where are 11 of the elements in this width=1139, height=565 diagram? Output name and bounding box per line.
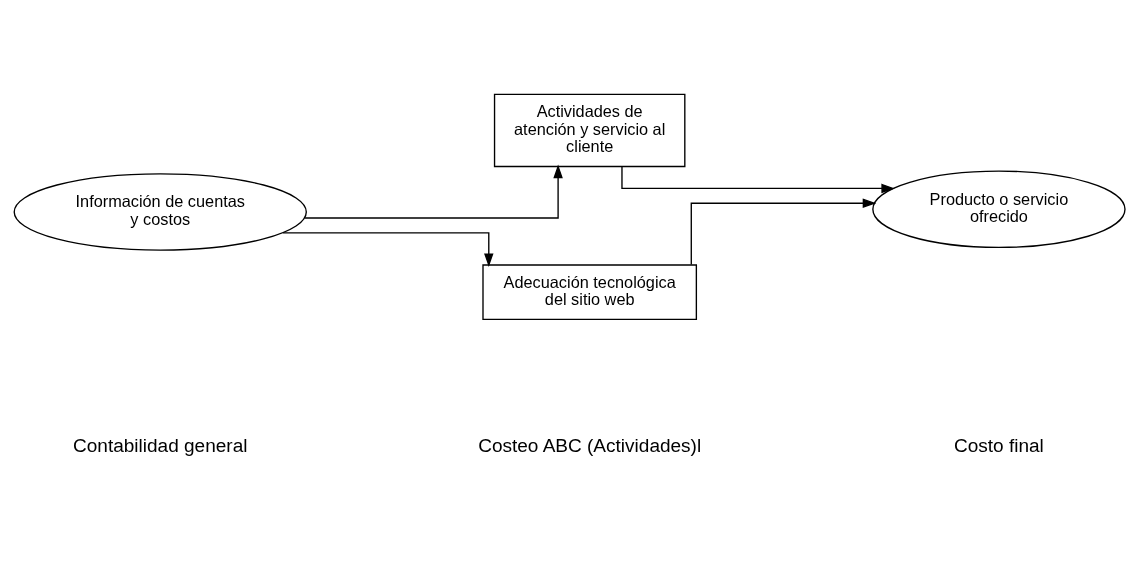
node-ellipse: Producto o servicio ofrecido: [872, 169, 1126, 248]
label: Contabilidad general: [73, 434, 248, 456]
arrow: [690, 197, 877, 265]
arrow: [304, 164, 563, 219]
node-box: Actividades de atención y servicio al cliente: [493, 93, 686, 167]
arrow: [282, 231, 494, 267]
arrow: [621, 165, 895, 193]
node-ellipse: Información de cuentas y costos: [13, 172, 307, 251]
label: Costeo ABC (Actividades)l: [478, 434, 702, 456]
label: Costo final: [954, 434, 1044, 456]
node-box: Adecuación tecnológica del sitio web: [482, 263, 698, 320]
